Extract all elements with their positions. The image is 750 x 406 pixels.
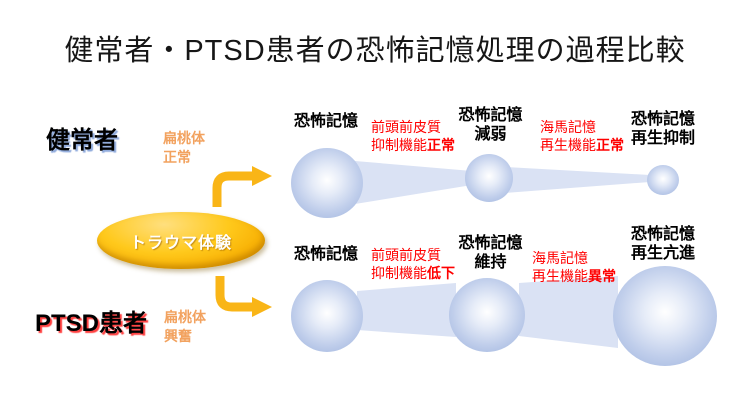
ptsd-process2-emphasis: 異常 — [588, 268, 616, 284]
healthy-band-2 — [505, 167, 650, 193]
ptsd-band-2 — [519, 276, 618, 348]
healthy-group-label: 健常者 — [46, 127, 118, 154]
ptsd-process2-line1: 海馬記憶 — [532, 250, 588, 266]
healthy-amygdala-line1: 扁桃体 — [163, 130, 205, 146]
healthy-process2-label: 海馬記憶 再生機能正常 — [540, 118, 624, 154]
sphere-ptsd-stage3 — [613, 266, 717, 366]
healthy-process1-line1: 前頭前皮質 — [371, 119, 441, 135]
healthy-process1-emphasis: 正常 — [427, 137, 455, 153]
healthy-stage3-line1: 恐怖記憶 — [631, 111, 696, 128]
ptsd-process1-line2: 抑制機能 — [371, 265, 427, 281]
arrow-up-right-icon — [212, 166, 272, 207]
healthy-stage3-label: 恐怖記憶 再生抑制 — [631, 110, 695, 148]
ptsd-process2-line2: 再生機能 — [532, 268, 588, 284]
healthy-stage3-line2: 再生抑制 — [631, 130, 696, 147]
ptsd-band-1 — [357, 283, 456, 337]
ptsd-amygdala-line2: 興奮 — [164, 328, 192, 344]
healthy-process2-line2: 再生機能 — [540, 137, 596, 153]
healthy-stage2-label: 恐怖記憶 減弱 — [448, 106, 533, 144]
healthy-process1-line2: 抑制機能 — [371, 137, 427, 153]
ptsd-stage3-label: 恐怖記憶 再生亢進 — [631, 225, 695, 263]
healthy-amygdala-line2: 正常 — [163, 149, 191, 165]
sphere-healthy-stage1 — [291, 148, 363, 218]
ptsd-group-label: PTSD患者 — [35, 310, 148, 337]
healthy-stage2-line1: 恐怖記憶 — [458, 107, 523, 124]
page-title: 健常者・PTSD患者の恐怖記憶処理の過程比較 — [64, 35, 686, 67]
arrow-down-right-icon — [215, 276, 272, 317]
ptsd-amygdala-line1: 扁桃体 — [164, 309, 206, 325]
ptsd-amygdala-note: 扁桃体 興奮 — [164, 308, 206, 346]
ptsd-process1-line1: 前頭前皮質 — [371, 247, 441, 263]
sphere-ptsd-stage1 — [291, 280, 363, 352]
ptsd-process1-emphasis: 低下 — [427, 265, 455, 281]
ptsd-process1-label: 前頭前皮質 抑制機能低下 — [371, 246, 455, 282]
trauma-oval-label: トラウマ体験 — [129, 234, 232, 252]
healthy-process2-emphasis: 正常 — [596, 137, 624, 153]
healthy-process1-label: 前頭前皮質 抑制機能正常 — [371, 118, 455, 154]
sphere-healthy-stage2 — [465, 154, 513, 202]
healthy-band-1 — [355, 161, 472, 204]
ptsd-stage2-label: 恐怖記憶 維持 — [448, 234, 533, 272]
healthy-stage2-line2: 減弱 — [474, 126, 507, 143]
sphere-ptsd-stage2 — [449, 278, 525, 352]
ptsd-process2-label: 海馬記憶 再生機能異常 — [532, 249, 616, 285]
ptsd-stage3-line2: 再生亢進 — [631, 245, 696, 262]
ptsd-stage3-line1: 恐怖記憶 — [631, 226, 696, 243]
healthy-stage1-label: 恐怖記憶 — [294, 113, 359, 130]
trauma-oval: トラウマ体験 — [97, 212, 265, 269]
ptsd-stage2-line2: 維持 — [474, 254, 507, 271]
ptsd-stage1-label: 恐怖記憶 — [294, 246, 359, 263]
ptsd-stage2-line1: 恐怖記憶 — [458, 235, 523, 252]
healthy-amygdala-note: 扁桃体 正常 — [163, 129, 205, 167]
healthy-process2-line1: 海馬記憶 — [540, 119, 596, 135]
sphere-healthy-stage3 — [647, 165, 679, 195]
